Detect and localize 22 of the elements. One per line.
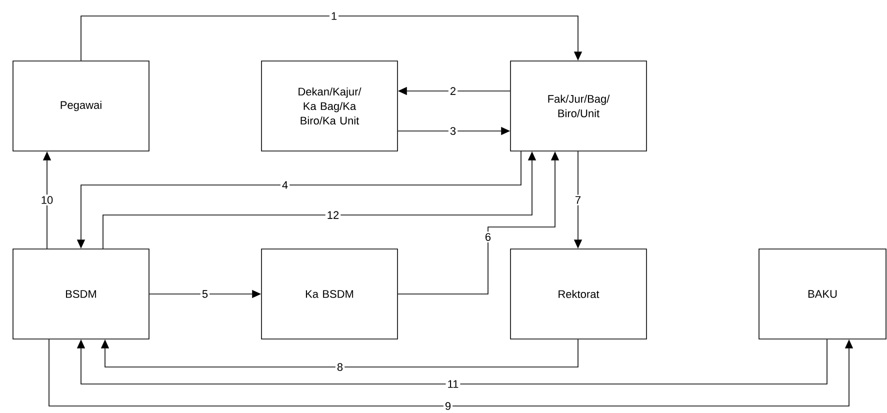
edge-label: 1 bbox=[329, 10, 339, 22]
process-box: BAKU bbox=[758, 248, 886, 340]
edge-label: 8 bbox=[335, 362, 345, 372]
edge-label: 7 bbox=[573, 194, 583, 206]
edge-label: 12 bbox=[325, 210, 341, 220]
process-box: Rektorat bbox=[510, 248, 647, 340]
edge-label: 2 bbox=[448, 86, 458, 96]
edge-label: 3 bbox=[448, 126, 458, 136]
process-box: Fak/Jur/Bag/ Biro/Unit bbox=[510, 60, 647, 152]
edge-label: 9 bbox=[443, 400, 453, 412]
edge-label: 11 bbox=[446, 378, 460, 390]
edge-label: 6 bbox=[483, 232, 493, 242]
process-box: Ka BSDM bbox=[261, 248, 398, 340]
arrow bbox=[100, 339, 578, 368]
process-box: BSDM bbox=[12, 248, 150, 340]
arrow bbox=[76, 339, 828, 384]
arrow bbox=[80, 16, 582, 61]
process-box: Pegawai bbox=[12, 60, 150, 152]
edge-label: 4 bbox=[280, 180, 290, 190]
process-box: Dekan/Kajur/ Ka Bag/Ka Biro/Ka Unit bbox=[261, 60, 398, 152]
edge-label: 5 bbox=[200, 288, 210, 300]
edge-label: 10 bbox=[39, 194, 55, 206]
